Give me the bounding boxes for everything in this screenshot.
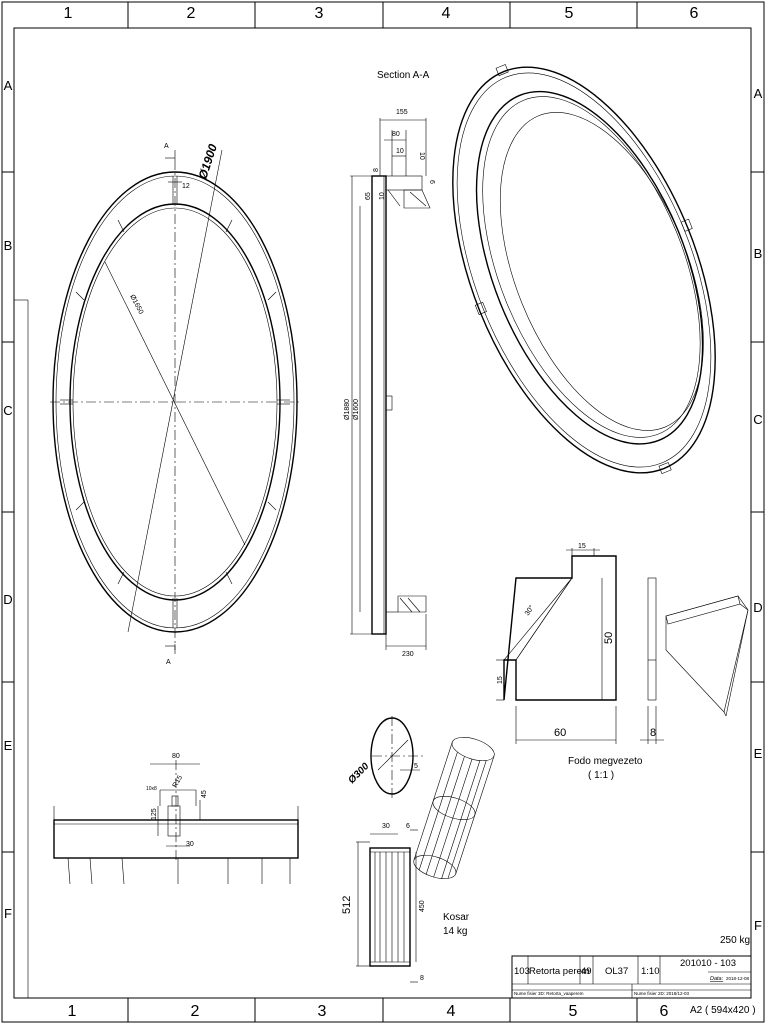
zone-row-a-right: A xyxy=(754,86,763,101)
dimension-guide-50: 50 xyxy=(603,632,615,644)
title-block-scale: 1:10 xyxy=(641,966,660,977)
zone-col-4-top: 4 xyxy=(442,5,451,22)
zone-row-b-right: B xyxy=(754,246,763,261)
dimension-guide-60: 60 xyxy=(554,727,566,739)
zone-col-3-top: 3 xyxy=(315,5,324,22)
zone-col-4-bottom: 4 xyxy=(447,1003,456,1020)
dimension-basket-diameter: Ø300 xyxy=(346,761,371,786)
dimension-side-r15: R15 xyxy=(172,774,185,789)
zone-col-5-bottom: 5 xyxy=(569,1003,578,1020)
zone-col-6-top: 6 xyxy=(690,5,699,22)
title-block-quantity: 49 xyxy=(581,966,592,977)
section-mark-top: A xyxy=(164,143,169,150)
zone-col-2-bottom: 2 xyxy=(191,1003,200,1020)
sheet-size: A2 ( 594x420 ) xyxy=(690,1005,756,1016)
dimension-guide-15-top: 15 xyxy=(578,543,586,550)
dimension-outer-diameter: Ø1900 xyxy=(196,142,221,181)
dimension-basket-5: 5 xyxy=(414,763,418,770)
title-block-date-label: Data: xyxy=(710,976,724,982)
title-block xyxy=(511,955,752,999)
title-block-material: OL37 xyxy=(605,966,628,977)
dimension-guide-angle: 30° xyxy=(523,604,536,617)
basket-views xyxy=(356,716,495,983)
zone-row-b-left: B xyxy=(4,238,13,253)
title-block-name: Retorta perem xyxy=(529,966,590,977)
dimension-basket-8: 8 xyxy=(420,975,424,982)
dimension-12: 12 xyxy=(182,183,190,190)
zone-row-c-left: C xyxy=(3,403,12,418)
zone-col-1-bottom: 1 xyxy=(68,1003,77,1020)
zone-row-e-right: E xyxy=(754,746,763,761)
ring-isometric-view xyxy=(452,64,716,475)
title-block-file-2d: Nume fisier 2D: 2018/12-03 xyxy=(634,991,690,996)
zone-row-a-left: A xyxy=(4,78,13,93)
dimension-side-45: 45 xyxy=(201,790,208,798)
dimension-guide-15-side: 15 xyxy=(497,676,504,684)
dimension-8-section: 8 xyxy=(373,168,380,172)
zone-row-c-right: C xyxy=(753,412,762,427)
dimension-1880-section: Ø1880 xyxy=(344,399,351,420)
title-block-date-value: 2018-12-08 xyxy=(726,976,750,981)
zone-col-5-top: 5 xyxy=(565,5,574,22)
dimension-80-section: 80 xyxy=(392,131,400,138)
dimension-guide-8: 8 xyxy=(650,727,656,739)
zone-row-f-right: F xyxy=(754,918,762,933)
title-block-drawing-number: 201010 - 103 xyxy=(680,958,736,969)
ring-front-view xyxy=(50,149,302,654)
dimension-1600-section: Ø1600 xyxy=(353,399,360,420)
guide-part-view xyxy=(496,548,749,744)
title-block-file-3d: Nume fisier 3D: Retorta_vaaperem xyxy=(514,991,584,996)
dimension-10-section-a: 10 xyxy=(396,148,404,155)
zone-col-6-bottom: 6 xyxy=(660,1003,669,1020)
dimension-inner-diameter: Ø1650 xyxy=(128,294,144,316)
zone-row-d-left: D xyxy=(3,592,12,607)
dimension-6-section: 6 xyxy=(428,180,435,184)
zone-row-d-right: D xyxy=(753,600,762,615)
dimension-basket-450: 450 xyxy=(419,900,426,912)
section-mark-bottom: A xyxy=(166,659,171,666)
zone-col-2-top: 2 xyxy=(187,5,196,22)
guide-title: Fodo megvezeto xyxy=(568,756,643,767)
basket-weight: 14 kg xyxy=(443,926,467,937)
dimension-side-10x8: 10x8 xyxy=(146,786,157,792)
dimension-230-section: 230 xyxy=(402,651,414,658)
ring-side-view xyxy=(53,760,299,885)
section-view xyxy=(350,118,431,650)
total-weight: 250 kg xyxy=(720,935,750,946)
dimension-10-section-c: 10 xyxy=(379,192,386,200)
basket-title: Kosar xyxy=(443,912,470,923)
zone-col-1-top: 1 xyxy=(64,5,73,22)
dimension-155: 155 xyxy=(396,109,408,116)
title-block-position: 103 xyxy=(514,966,530,977)
dimension-side-80: 80 xyxy=(172,753,180,760)
zone-row-f-left: F xyxy=(4,906,12,921)
zone-labels: 1 2 3 4 5 6 1 2 3 4 5 6 A B C D E F A B … xyxy=(3,5,762,1020)
dimension-basket-512: 512 xyxy=(341,896,353,914)
dimension-basket-6: 6 xyxy=(406,823,410,830)
dimension-side-125: 125 xyxy=(151,808,158,820)
dimension-basket-30: 30 xyxy=(382,823,390,830)
zone-col-3-bottom: 3 xyxy=(318,1003,327,1020)
guide-scale: ( 1:1 ) xyxy=(588,770,614,781)
section-title: Section A-A xyxy=(377,70,430,81)
dimension-side-30: 30 xyxy=(186,841,194,848)
dimension-10-section-b: 10 xyxy=(418,152,425,160)
zone-row-e-left: E xyxy=(4,738,13,753)
dimension-65-section: 65 xyxy=(365,192,372,200)
